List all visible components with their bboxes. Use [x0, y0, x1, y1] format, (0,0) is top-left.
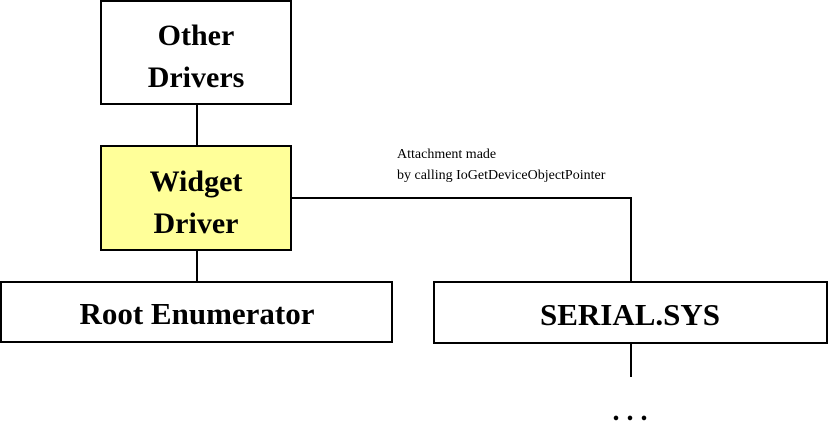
other-drivers-label-line2: Drivers	[148, 61, 245, 94]
serial-sys-rect	[433, 281, 828, 344]
widget-driver-label-line1: Widget	[150, 165, 243, 198]
widget-driver-label-line2: Driver	[154, 207, 239, 240]
connector-widget-to-serial	[291, 197, 632, 282]
widget-driver-rect	[100, 145, 292, 251]
serial-sys-box: SERIAL.SYS	[433, 281, 828, 344]
attachment-note-line2: by calling IoGetDeviceObjectPointer	[397, 168, 606, 183]
root-enumerator-box: Root Enumerator	[0, 281, 393, 343]
other-drivers-box: Other Drivers	[100, 0, 292, 105]
root-enumerator-rect	[0, 281, 393, 343]
serial-sys-label: SERIAL.SYS	[540, 297, 720, 332]
widget-driver-box: Widget Driver	[100, 145, 292, 251]
root-enumerator-label: Root Enumerator	[79, 296, 314, 331]
continuation-ellipsis: . . .	[613, 396, 648, 427]
attachment-note-line1: Attachment made	[397, 147, 496, 162]
other-drivers-label-line1: Other	[158, 19, 235, 52]
other-drivers-rect	[100, 0, 292, 105]
